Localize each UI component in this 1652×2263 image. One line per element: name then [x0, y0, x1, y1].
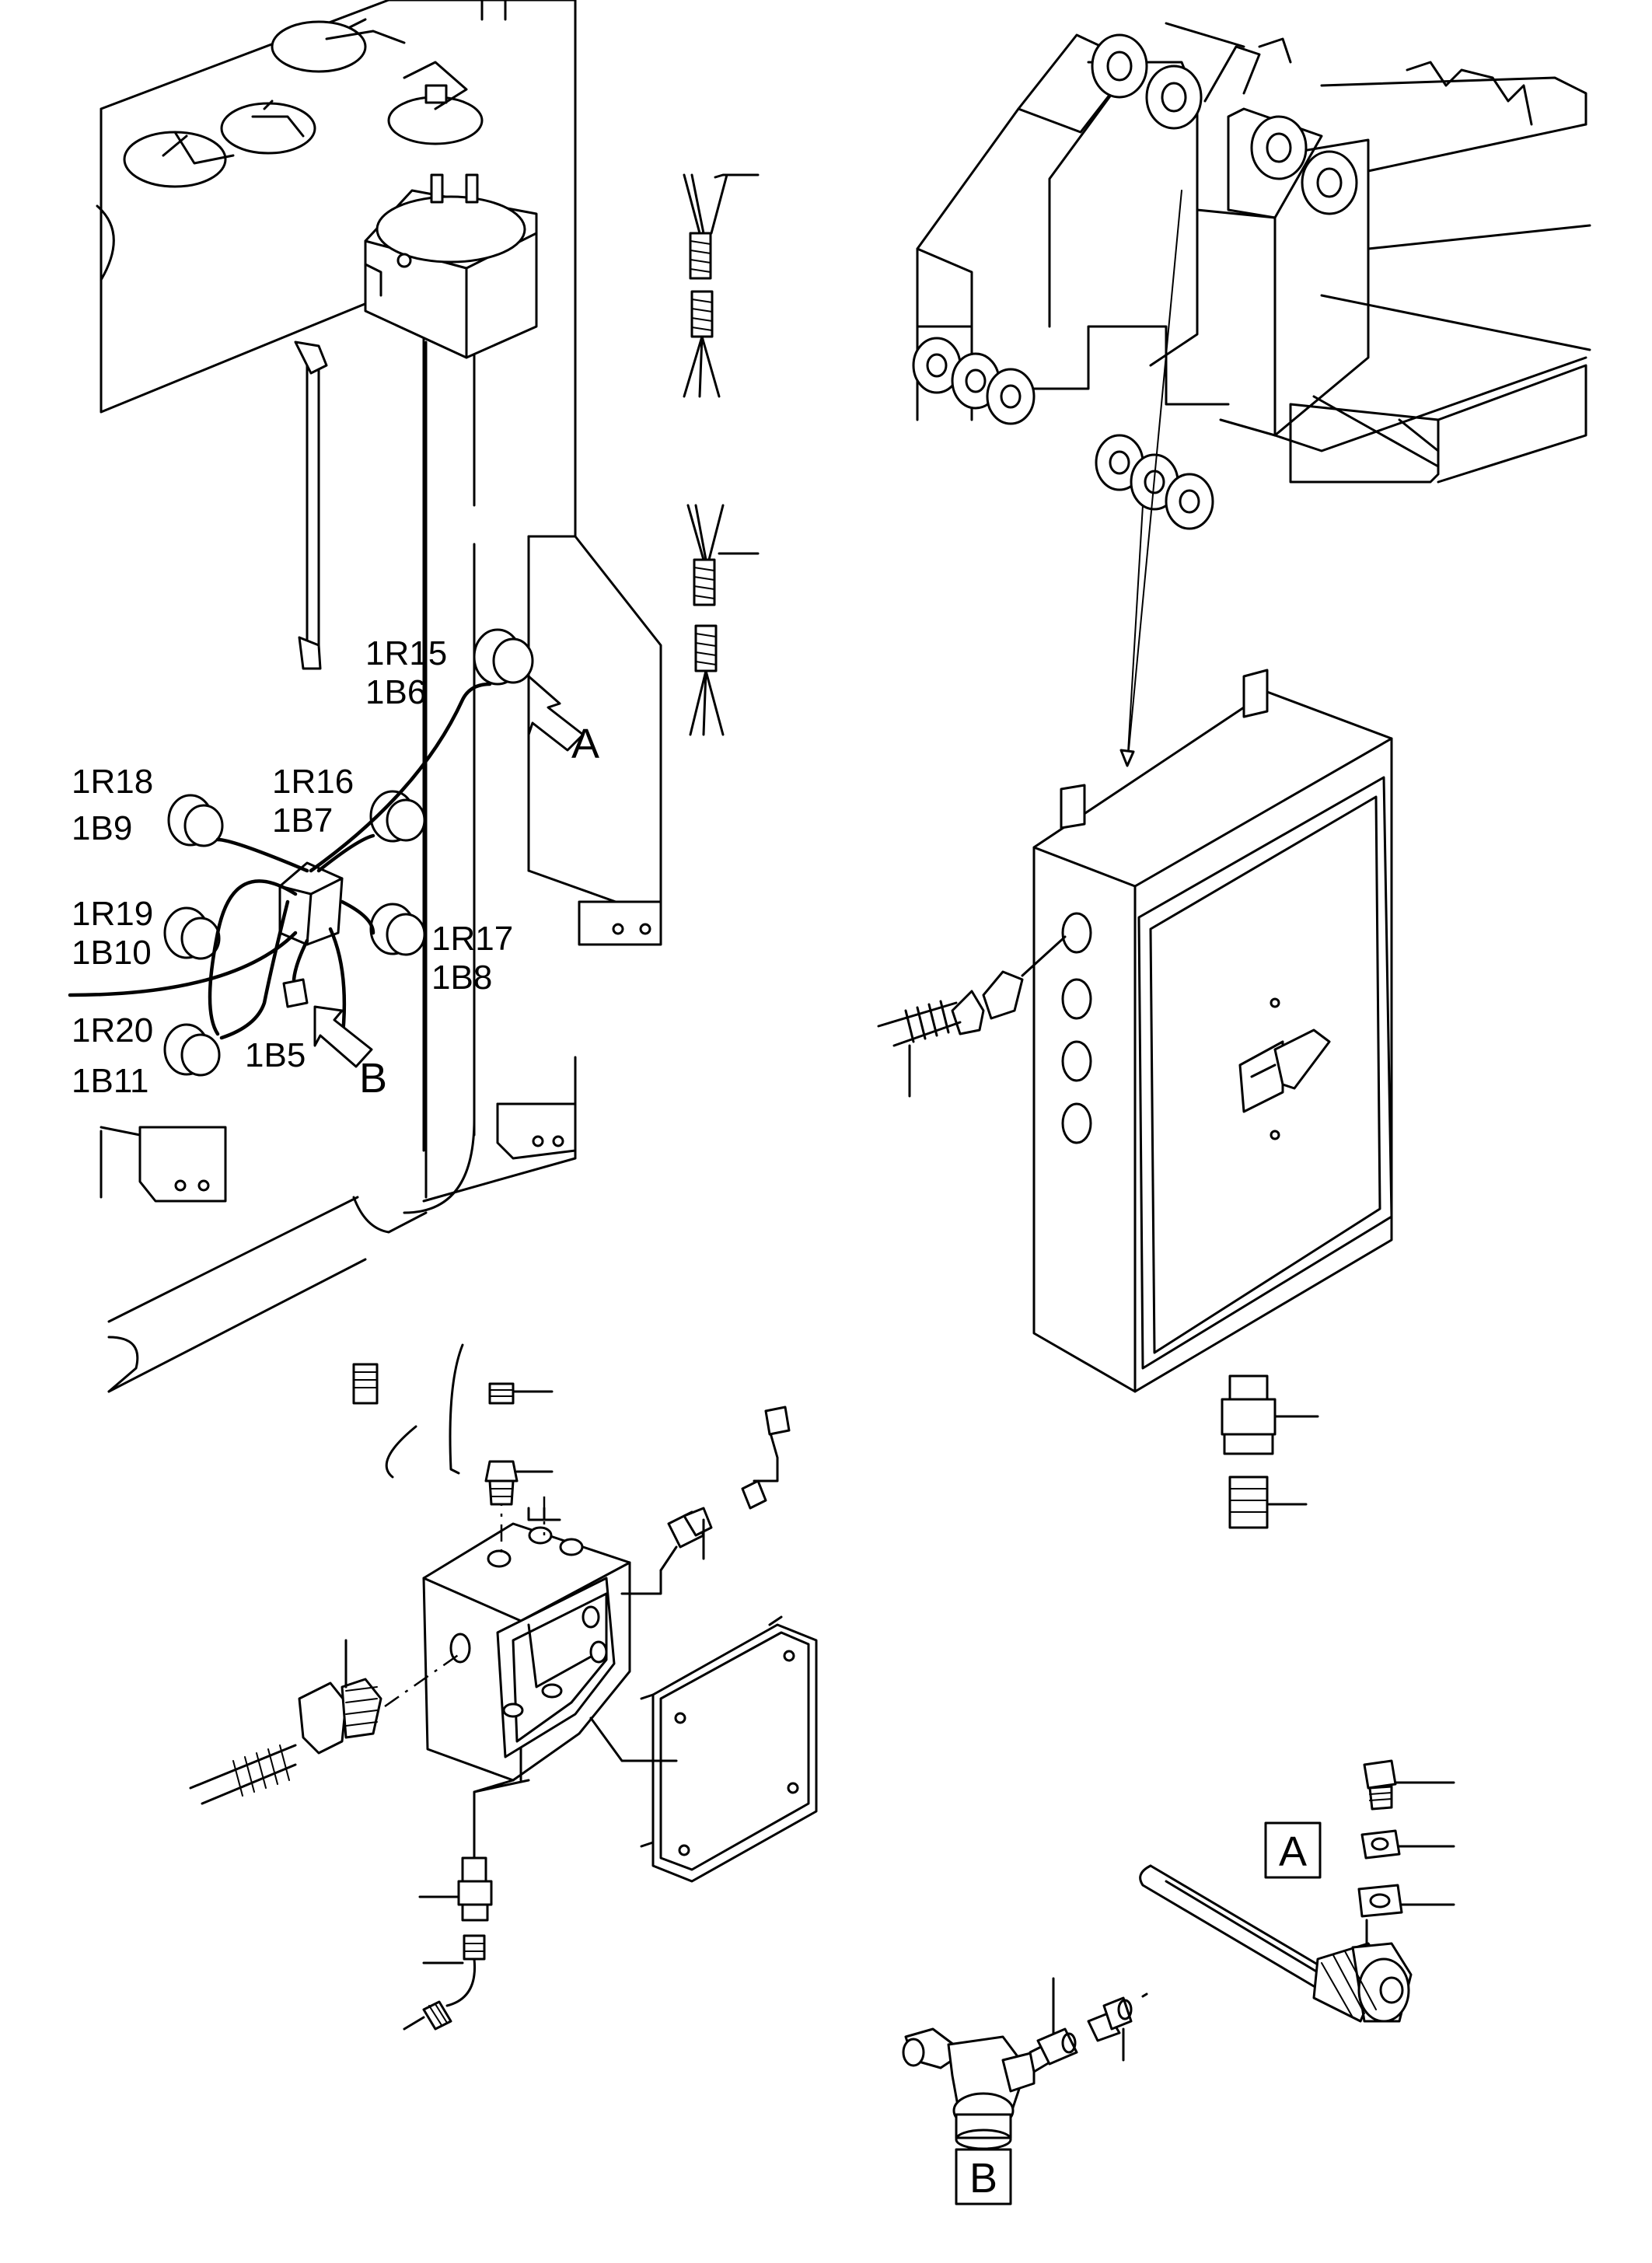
sensor-connectors — [68, 628, 534, 1077]
label-1b6: 1B6 — [365, 673, 426, 711]
connector-labels: 1R15 1B6 1R16 1B7 1R18 1B9 1R19 1B10 1R1… — [72, 634, 599, 1102]
label-1b11: 1B11 — [72, 1062, 149, 1100]
control-cabinet — [877, 669, 1393, 1529]
label-1r17: 1R17 — [431, 920, 513, 958]
detail-b-label: B — [969, 2155, 997, 2202]
label-1r19: 1R19 — [72, 895, 153, 933]
detail-a-box — [1264, 1821, 1322, 1879]
label-1r20: 1R20 — [72, 1011, 153, 1049]
detail-b-box — [955, 2148, 1012, 2205]
label-1b10: 1B10 — [72, 934, 152, 972]
heater-element-detail: A — [1139, 1759, 1455, 2023]
junction-box — [189, 1343, 818, 2031]
pointer-arrows — [313, 675, 585, 1068]
detail-a-label: A — [1279, 1828, 1307, 1875]
label-1r18: 1R18 — [72, 763, 153, 801]
label-1b9: 1B9 — [72, 809, 132, 847]
label-1b8: 1B8 — [431, 959, 492, 997]
label-1b7: 1B7 — [272, 801, 333, 840]
cable-splices — [683, 173, 760, 736]
label-1r16: 1R16 — [272, 763, 354, 801]
label-1r15: 1R15 — [365, 634, 447, 672]
elbow-fitting-detail: B — [902, 1977, 1148, 2205]
label-1b5: 1B5 — [245, 1036, 306, 1074]
label-arrow-a: A — [571, 721, 599, 767]
boom-structure — [912, 22, 1591, 767]
top-valves — [123, 18, 538, 670]
label-arrow-b: B — [359, 1055, 387, 1102]
